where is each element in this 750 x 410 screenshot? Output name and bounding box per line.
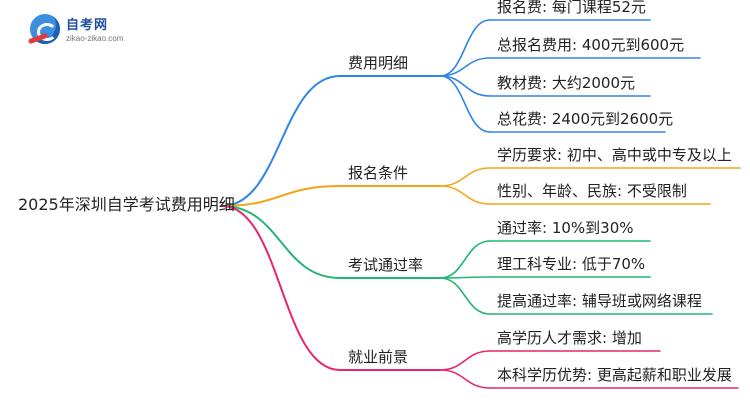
branch-label: 就业前景 bbox=[348, 348, 409, 366]
logo-name: 自考网 bbox=[66, 18, 109, 33]
leaf-connector bbox=[439, 350, 491, 371]
leaf-connector bbox=[439, 185, 491, 205]
leaf-connector bbox=[439, 277, 491, 315]
leaf-connector bbox=[439, 240, 491, 279]
mortarboard-logo-icon bbox=[30, 14, 60, 44]
leaf-label: 教材费: 大约2000元 bbox=[497, 74, 635, 92]
leaf-label: 高学历人才需求: 增加 bbox=[497, 329, 642, 347]
branch-label: 考试通过率 bbox=[348, 256, 424, 274]
root-topic: 2025年深圳自学考试费用明细 bbox=[18, 195, 235, 214]
leaf-label: 学历要求: 初中、高中或中专及以上 bbox=[497, 146, 732, 164]
leaf-label: 理工科专业: 低于70% bbox=[497, 255, 646, 273]
branch-label: 报名条件 bbox=[348, 164, 409, 182]
site-logo[interactable]: 自考网 zikao-zikao.com bbox=[30, 12, 140, 52]
leaf-label: 总报名费用: 400元到600元 bbox=[497, 36, 685, 54]
leaf-label: 总花费: 2400元到2600元 bbox=[497, 110, 674, 128]
branch-connector bbox=[221, 205, 341, 279]
leaf-connector bbox=[439, 75, 491, 97]
branch-connector bbox=[221, 75, 341, 207]
leaf-label: 本科学历优势: 更高起薪和职业发展 bbox=[497, 366, 732, 384]
leaf-connector bbox=[439, 167, 491, 187]
branch-connector bbox=[221, 185, 341, 207]
branch-label: 费用明细 bbox=[348, 54, 409, 72]
leaf-label: 通过率: 10%到30% bbox=[497, 219, 634, 237]
leaf-label: 性别、年龄、民族: 不受限制 bbox=[497, 182, 687, 200]
logo-domain: zikao-zikao.com bbox=[66, 34, 124, 43]
branch-connector bbox=[221, 205, 341, 371]
leaf-label: 报名费: 每门课程52元 bbox=[497, 0, 646, 16]
leaf-connector bbox=[439, 57, 491, 77]
leaf-connector bbox=[439, 19, 491, 77]
leaf-connector bbox=[439, 75, 491, 133]
leaf-connector bbox=[439, 369, 491, 389]
leaf-label: 提高通过率: 辅导班或网络课程 bbox=[497, 292, 702, 310]
